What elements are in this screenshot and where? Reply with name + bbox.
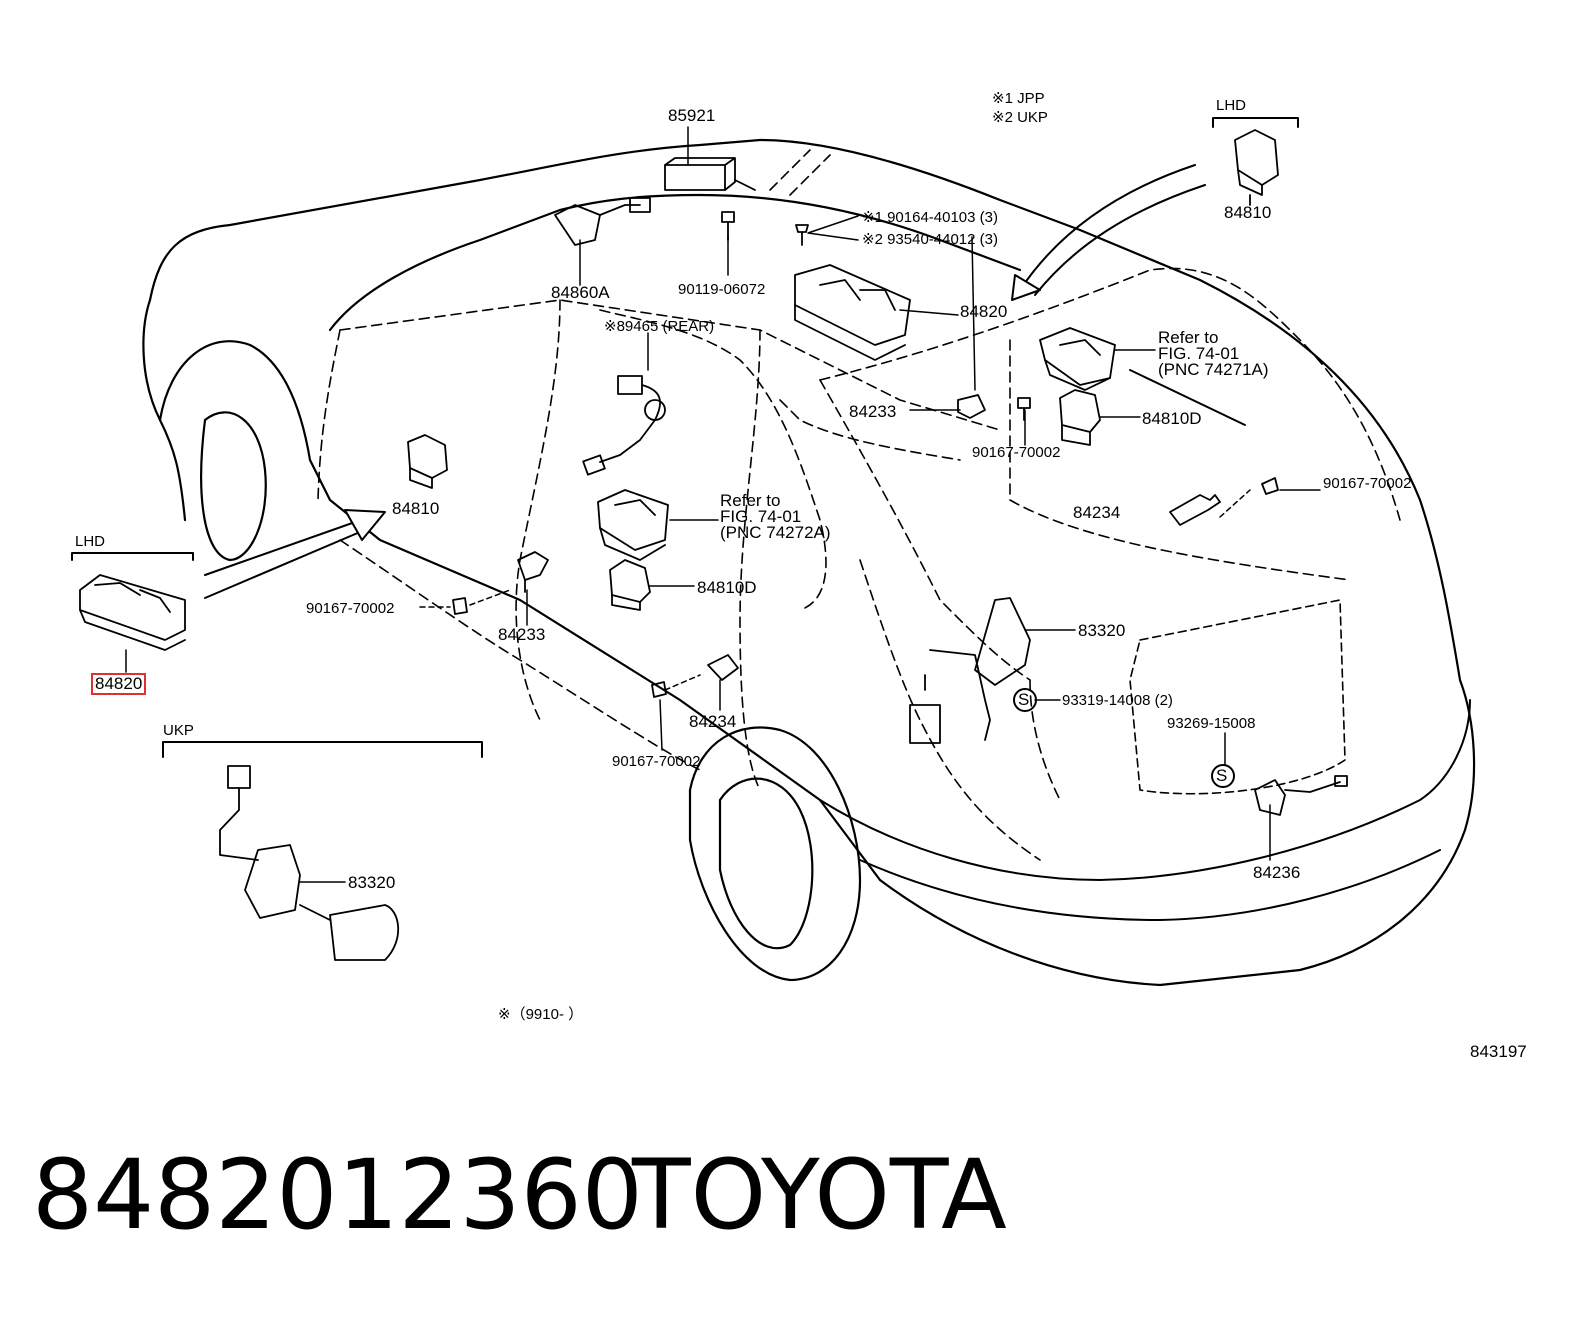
part-label-90119-06072[interactable]: 90119-06072 (678, 281, 766, 298)
component-84234-center (707, 654, 739, 681)
reference-right-line3: (PNC 74271A) (1158, 360, 1269, 379)
component-89465 (582, 375, 666, 476)
component-screw-top (795, 224, 809, 246)
component-switch-ref-center (597, 489, 669, 561)
region-brackets (71, 117, 1299, 758)
component-90167-bottom (651, 681, 667, 698)
part-label-84233-top[interactable]: 84233 (849, 402, 897, 421)
component-84236 (1254, 775, 1348, 816)
part-label-93269-15008[interactable]: 93269-15008 (1167, 715, 1256, 732)
reference-center-line2: FIG. 74-01 (720, 507, 802, 526)
car-body (142, 138, 1476, 987)
part-label-90167-70002-top[interactable]: 90167-70002 (972, 444, 1061, 461)
region-label-lhd-right: LHD (1216, 97, 1247, 114)
part-label-90167-70002-left[interactable]: 90167-70002 (306, 600, 395, 617)
component-84233-left (517, 551, 549, 593)
part-label-84820-top[interactable]: 84820 (960, 302, 1008, 321)
part-label-84820-lhd-highlighted[interactable]: 84820 (90, 673, 147, 695)
component-84810d-center (609, 559, 651, 611)
component-84810-left (407, 434, 448, 489)
component-84820-lhd (79, 574, 186, 651)
part-label-83320-right[interactable]: 83320 (1078, 621, 1126, 640)
region-label-ukp: UKP (163, 722, 194, 739)
note-date-range: ※（9910- ） (498, 1006, 584, 1023)
component-bolt-90119 (721, 211, 735, 241)
caption-part-number: 8482012360 (32, 1139, 643, 1251)
component-90167-top (1017, 397, 1031, 421)
region-label-lhd-left: LHD (75, 533, 106, 550)
part-label-84234-center[interactable]: 84234 (689, 712, 737, 731)
component-85921 (664, 157, 756, 191)
component-84233-top (957, 394, 986, 419)
reference-right-line1: Refer to (1158, 328, 1219, 347)
component-90167-right (1261, 477, 1279, 495)
reference-center-line3: (PNC 74272A) (720, 523, 831, 542)
s-marker-label-1: S (1018, 690, 1030, 709)
part-label-84234-right[interactable]: 84234 (1073, 503, 1121, 522)
part-label-84810d-center[interactable]: 84810D (697, 578, 757, 597)
part-label-84236[interactable]: 84236 (1253, 863, 1301, 882)
caption-brand: TOYOTA (632, 1139, 1007, 1251)
part-label-89465[interactable]: ※89465 (REAR) (604, 318, 715, 335)
reference-right-line2: FIG. 74-01 (1158, 344, 1240, 363)
fastener-s-markers (1013, 688, 1235, 788)
pointer-arrows (204, 164, 1246, 599)
part-label-93319-14008[interactable]: 93319-14008 (2) (1062, 692, 1173, 709)
part-label-84233-left[interactable]: 84233 (498, 625, 546, 644)
component-83320-ukp (219, 765, 400, 961)
part-label-90167-70002-bottom[interactable]: 90167-70002 (612, 753, 701, 770)
part-label-93540-44012[interactable]: ※2 93540-44012 (3) (862, 231, 998, 248)
part-label-84810d-right[interactable]: 84810D (1142, 409, 1202, 428)
part-label-90167-70002-right[interactable]: 90167-70002 (1323, 475, 1412, 492)
component-84234-right (1169, 494, 1221, 526)
component-83320-right (909, 597, 1031, 744)
rear-bumper (819, 699, 1471, 921)
part-label-84860a[interactable]: 84860A (551, 283, 610, 302)
leader-lines (125, 126, 1321, 883)
part-label-84810-left[interactable]: 84810 (392, 499, 440, 518)
component-90167-left (452, 597, 468, 615)
component-84820-top (794, 264, 911, 361)
part-label-83320-ukp[interactable]: 83320 (348, 873, 396, 892)
part-label-85921[interactable]: 85921 (668, 106, 716, 125)
illustration-code: 843197 (1470, 1042, 1527, 1061)
note-jpp: ※1 JPP (992, 90, 1045, 107)
component-84810d-right (1059, 389, 1101, 446)
hidden-lines (317, 149, 1401, 861)
component-switch-ref-right (1039, 327, 1116, 391)
component-84860a (554, 197, 651, 246)
reference-center-line1: Refer to (720, 491, 781, 510)
note-ukp: ※2 UKP (992, 109, 1048, 126)
part-label-84810-right[interactable]: 84810 (1224, 203, 1272, 222)
part-label-90164-40103[interactable]: ※1 90164-40103 (3) (862, 209, 998, 226)
s-marker-label-2: S (1216, 766, 1228, 785)
part-caption: 8482012360TOYOTA (32, 1140, 1007, 1250)
lhd-switch-right-drawing (1234, 129, 1279, 206)
